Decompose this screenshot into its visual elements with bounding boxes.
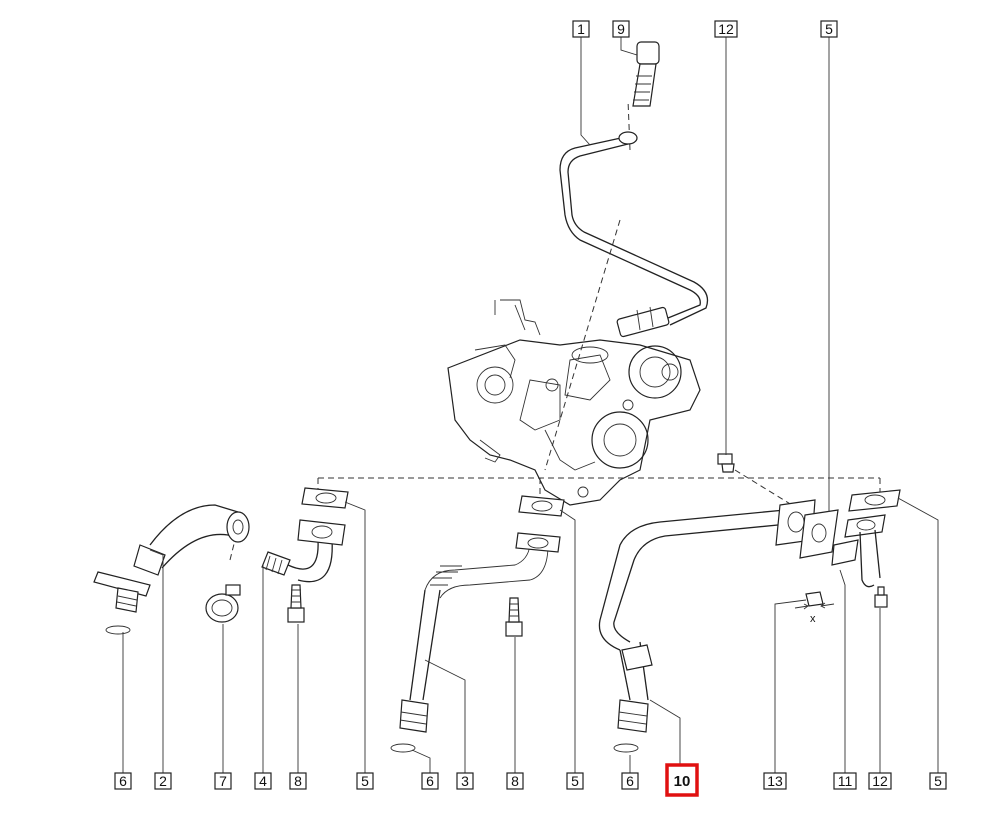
svg-text:1: 1	[577, 21, 585, 37]
svg-text:5: 5	[934, 773, 942, 789]
callout-bottom-4: 4	[254, 772, 272, 790]
callout-bottom-5b: 5	[566, 772, 584, 790]
dimension-x: x	[794, 602, 835, 625]
svg-text:2: 2	[159, 773, 167, 789]
svg-text:10: 10	[674, 773, 691, 790]
pipe-2-oil-return	[93, 504, 250, 635]
callout-top-12: 12	[714, 20, 738, 38]
gasket-5-center	[518, 495, 565, 517]
gasket-5-far-right	[848, 489, 901, 512]
callout-bottom-11: 11	[833, 772, 857, 790]
svg-text:4: 4	[259, 773, 267, 789]
svg-text:11: 11	[838, 773, 853, 789]
callout-bottom-12: 12	[868, 772, 892, 790]
svg-text:7: 7	[219, 773, 227, 789]
bolt-8-center	[505, 597, 523, 637]
svg-text:5: 5	[825, 21, 833, 37]
callout-top-5: 5	[820, 20, 838, 38]
banjo-bolt-9	[632, 41, 660, 107]
callout-bottom-8a: 8	[289, 772, 307, 790]
gasket-5-right-center	[799, 509, 839, 559]
svg-text:12: 12	[872, 773, 888, 789]
gasket-5-left	[301, 487, 349, 509]
svg-text:13: 13	[767, 773, 783, 789]
svg-text:9: 9	[617, 21, 625, 37]
bolt-12-top	[717, 453, 735, 473]
callout-bottom-10[interactable]: 10	[665, 763, 699, 797]
svg-text:8: 8	[294, 773, 302, 789]
callout-bottom-6c: 6	[621, 772, 639, 790]
callout-bottom-3: 3	[456, 772, 474, 790]
callout-bottom-6a: 6	[114, 772, 132, 790]
dimension-x-label: x	[810, 613, 816, 625]
nut-13	[805, 591, 824, 607]
svg-text:8: 8	[511, 773, 519, 789]
svg-text:6: 6	[426, 773, 434, 789]
callout-bottom-5c: 5	[929, 772, 947, 790]
svg-text:12: 12	[718, 21, 734, 37]
callout-bottom-8b: 8	[506, 772, 524, 790]
pipe-3-flexible	[390, 532, 561, 753]
union-4	[261, 551, 291, 576]
callout-bottom-13: 13	[763, 772, 787, 790]
svg-text:6: 6	[626, 773, 634, 789]
callout-bottom-6b: 6	[421, 772, 439, 790]
hose-clamp-7	[205, 584, 241, 623]
callout-bottom-7: 7	[214, 772, 232, 790]
callout-top-1: 1	[572, 20, 590, 38]
left-elbow-flange	[287, 519, 346, 583]
callout-top-9: 9	[612, 20, 630, 38]
pipe-10-oil-return	[598, 499, 816, 753]
callout-bottom-2: 2	[154, 772, 172, 790]
leader-lines	[122, 37, 939, 773]
bolt-12-bottom	[874, 586, 888, 608]
pipe-1-oil-feed	[559, 131, 709, 338]
bolt-8-left	[287, 584, 305, 623]
fitting-11	[831, 514, 886, 588]
turbocharger	[447, 299, 701, 506]
svg-text:5: 5	[361, 773, 369, 789]
svg-text:3: 3	[461, 773, 469, 789]
svg-text:5: 5	[571, 773, 579, 789]
callout-bottom-5a: 5	[356, 772, 374, 790]
svg-text:6: 6	[119, 773, 127, 789]
